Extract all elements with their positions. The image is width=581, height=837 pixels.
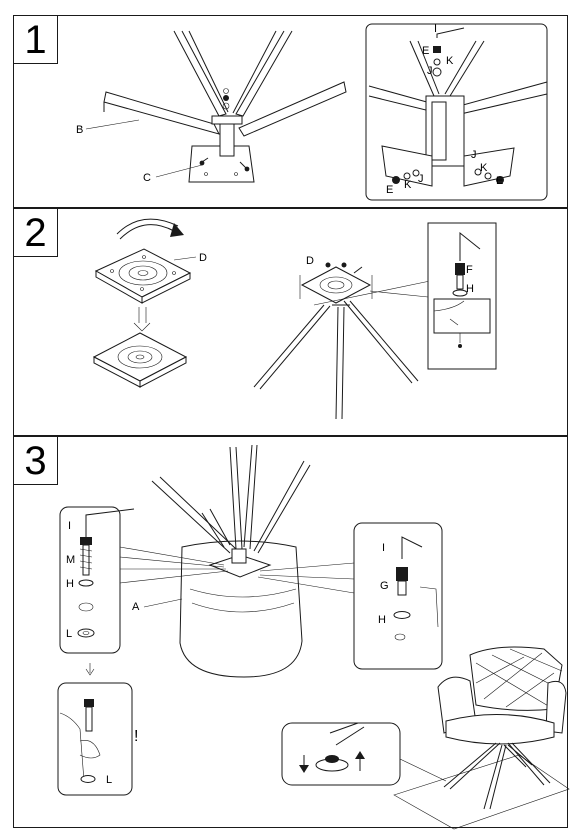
step-2-illustration: D D bbox=[92, 218, 497, 420]
step-1-illustration: B C I E K J E K bbox=[76, 23, 548, 201]
step-3-illustration: A I M H L L bbox=[57, 444, 570, 830]
label-E-left: E bbox=[386, 184, 393, 196]
detail-box-step-2: F H bbox=[427, 222, 497, 370]
step-number: 3 bbox=[14, 437, 58, 485]
label-L-lower: L bbox=[106, 774, 112, 786]
swivel-plate-top bbox=[94, 248, 192, 304]
foot-glide-detail bbox=[281, 722, 447, 786]
rotate-arrow-icon bbox=[119, 224, 175, 240]
allen-key-icon bbox=[436, 27, 465, 38]
detail-box-step-1: I E K J E K J J K E bbox=[365, 23, 548, 201]
step-1-panel: 1 B C bbox=[13, 15, 568, 208]
step-number: 2 bbox=[14, 209, 58, 257]
caution-note: ! bbox=[134, 728, 138, 745]
chair-seat-shell bbox=[151, 444, 311, 678]
label-H-left: H bbox=[66, 578, 74, 590]
label-H: H bbox=[466, 283, 474, 295]
step-3-panel: 3 A I M H bbox=[13, 436, 570, 830]
label-A: A bbox=[132, 601, 140, 613]
label-I-left: I bbox=[68, 520, 71, 532]
label-E-top: E bbox=[422, 45, 429, 57]
label-B: B bbox=[76, 124, 83, 136]
label-M: M bbox=[66, 554, 75, 566]
detail-box-right: I G H bbox=[353, 522, 443, 670]
label-K-right: K bbox=[480, 162, 488, 174]
chair-frame-underside bbox=[103, 30, 347, 183]
label-F: F bbox=[466, 264, 473, 276]
label-J-right: J bbox=[471, 149, 477, 161]
label-K-left: K bbox=[404, 179, 412, 191]
allen-key-icon bbox=[459, 231, 481, 261]
allen-key-icon bbox=[401, 536, 423, 559]
label-C: C bbox=[143, 172, 151, 184]
label-J-left: J bbox=[418, 173, 424, 185]
detail-box-lower-left: L bbox=[57, 682, 133, 796]
leg-base bbox=[253, 262, 419, 420]
step-2-panel: 2 D bbox=[13, 208, 568, 436]
detail-box-left: I M H L bbox=[59, 506, 135, 654]
label-D: D bbox=[199, 252, 207, 264]
assembled-chair bbox=[393, 646, 570, 830]
label-H-right: H bbox=[378, 614, 386, 626]
label-D-base: D bbox=[306, 255, 314, 267]
label-I: I bbox=[434, 23, 437, 35]
step-number: 1 bbox=[14, 16, 58, 64]
label-K-top: K bbox=[446, 55, 454, 67]
swivel-plate-bottom bbox=[92, 332, 188, 388]
allen-key-icon bbox=[85, 508, 135, 537]
label-L-left: L bbox=[66, 628, 72, 640]
label-G: G bbox=[380, 580, 389, 592]
label-I-right: I bbox=[382, 542, 385, 554]
label-E-right: E bbox=[496, 175, 503, 187]
